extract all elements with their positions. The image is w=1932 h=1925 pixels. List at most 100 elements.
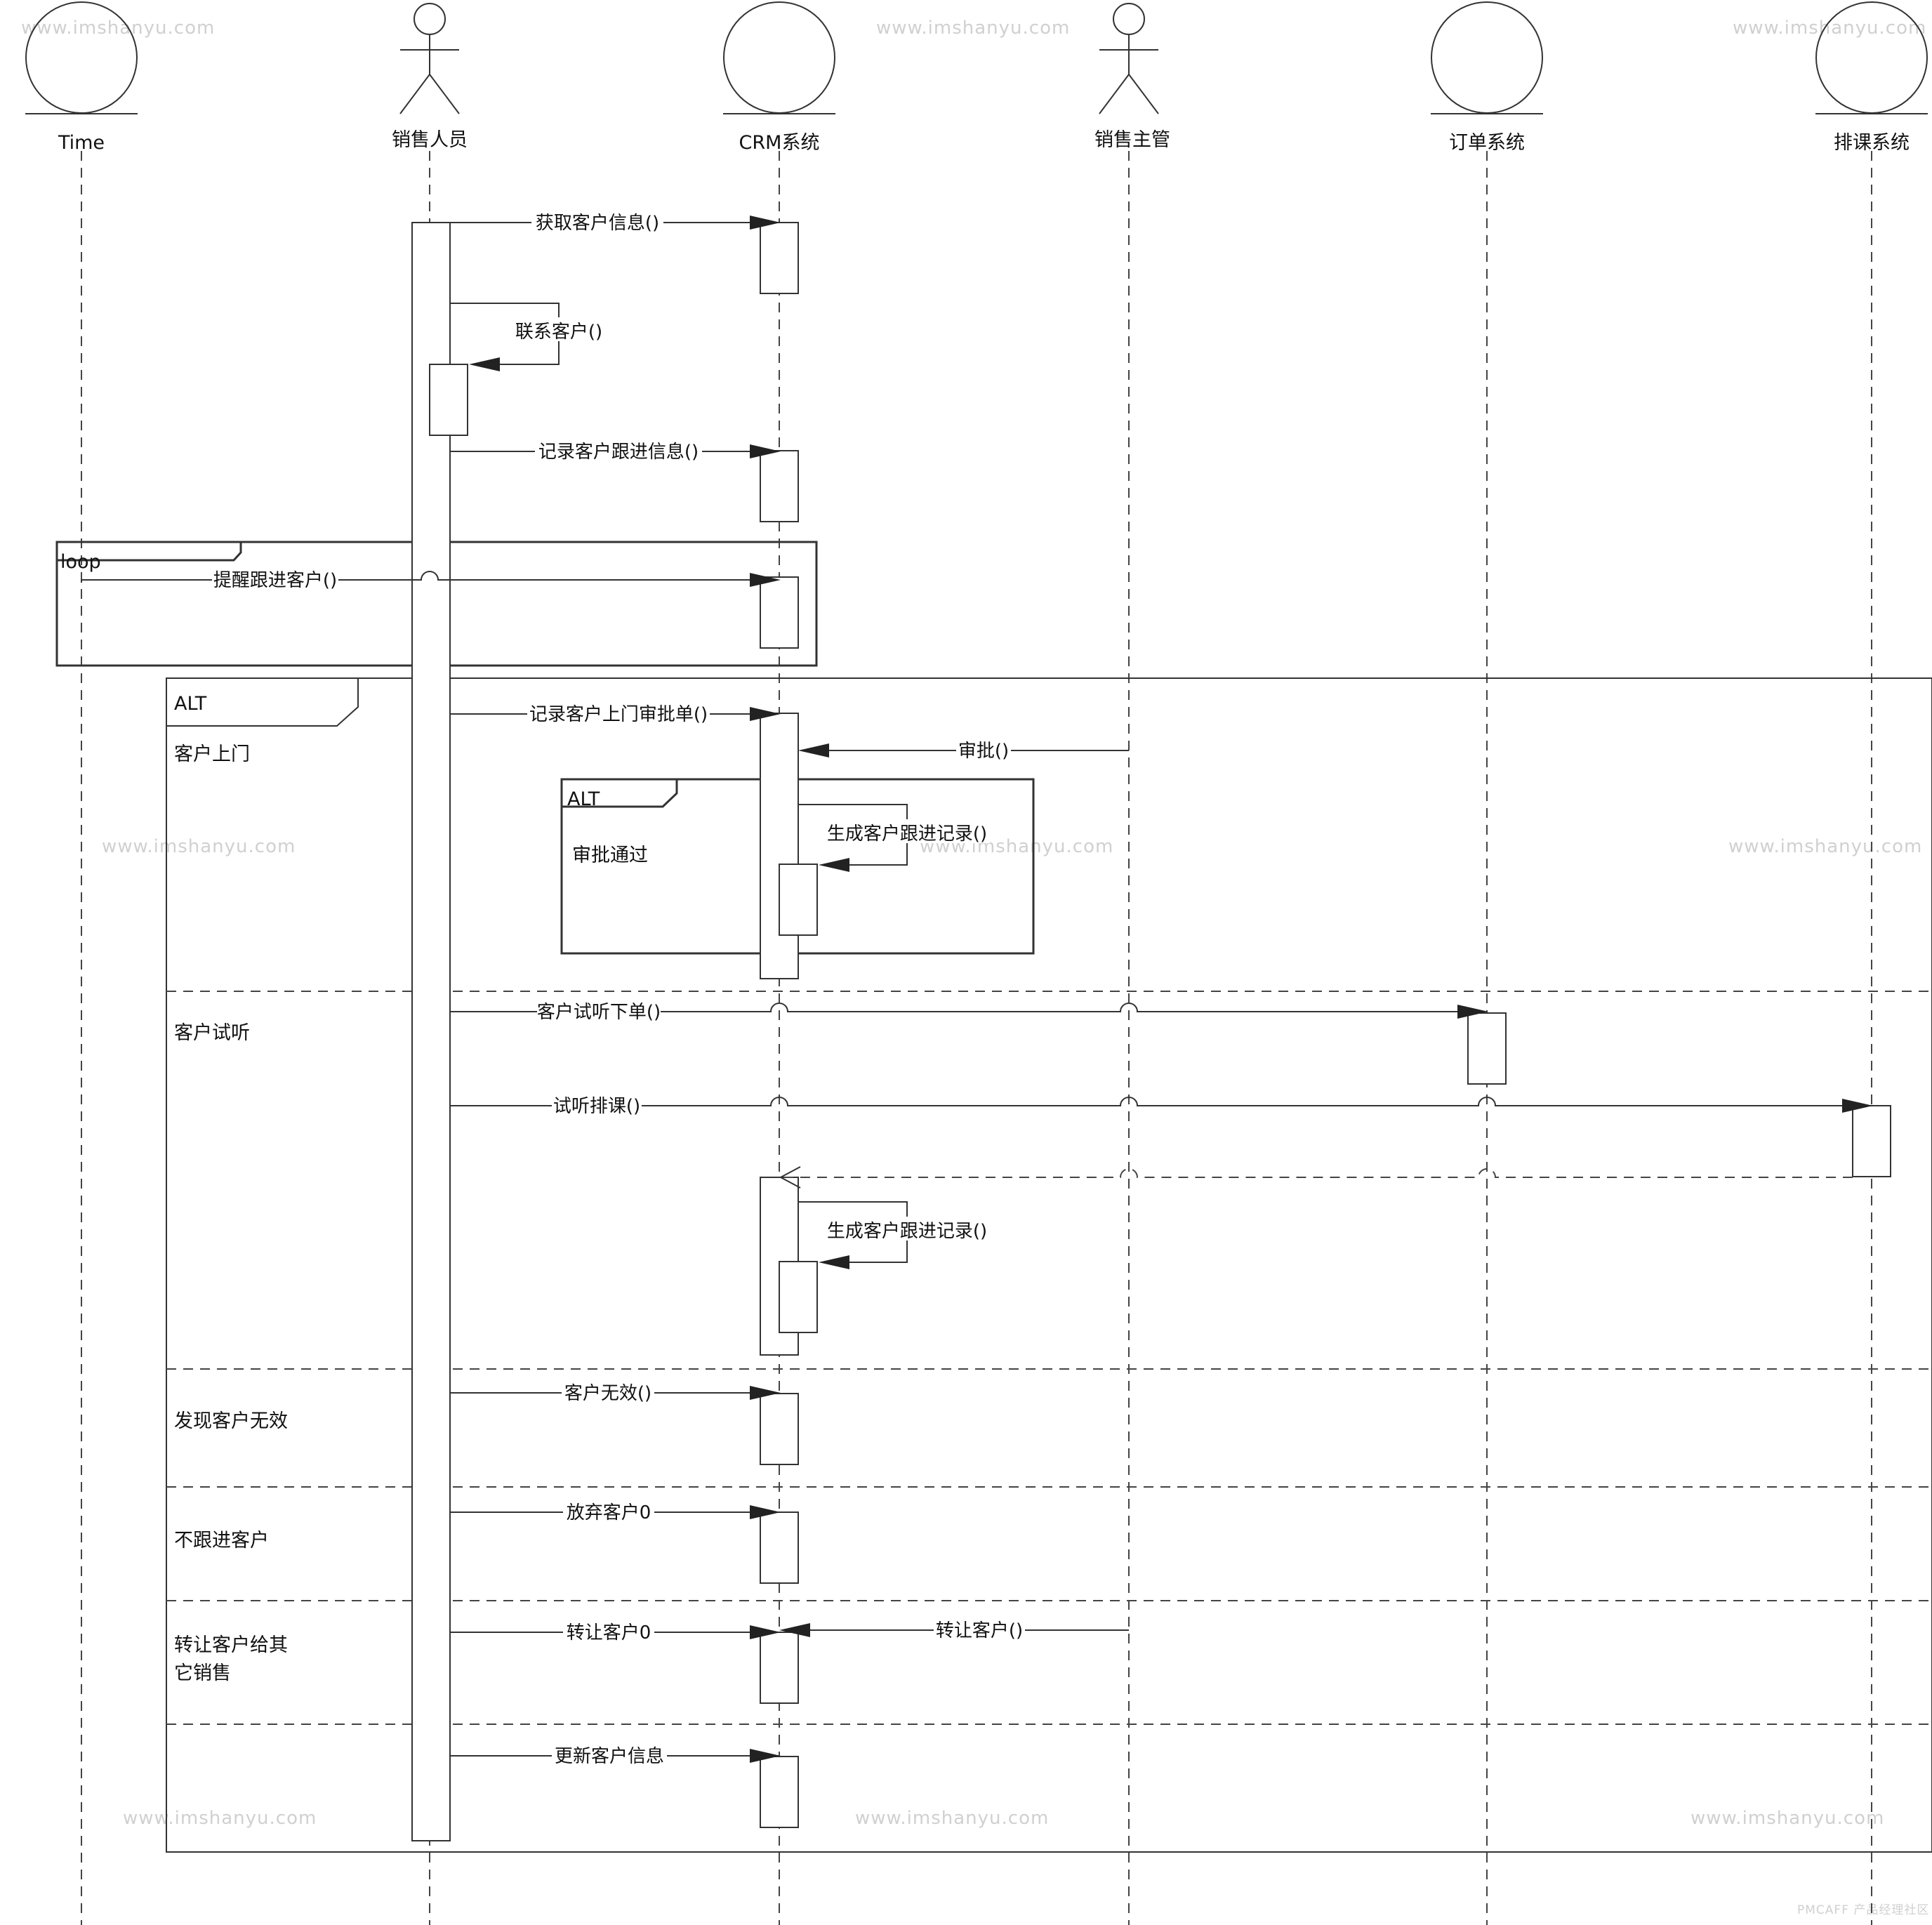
arrow-head-icon <box>750 1386 781 1400</box>
activation-crm <box>760 1632 799 1704</box>
alt-guard: 客户试听 <box>174 1022 250 1044</box>
activation-crm-self <box>779 1261 818 1333</box>
message-label: 生成客户跟进记录() <box>827 823 987 845</box>
message-generate-record: 生成客户跟进记录() <box>798 804 990 872</box>
message-get-customer-info: 获取客户信息() <box>450 208 781 234</box>
arrow-head-icon <box>798 743 829 758</box>
message-label: 更新客户信息 <box>555 1746 664 1767</box>
arrow-head-icon <box>750 1625 781 1639</box>
entity-icon <box>1431 1 1543 114</box>
alt-guard: 不跟进客户 <box>174 1530 269 1552</box>
message-abandon-customer: 放弃客户0 <box>450 1497 781 1523</box>
activation-crm <box>760 576 799 649</box>
message-label: 客户试听下单() <box>537 1002 661 1023</box>
message-trial-order: 客户试听下单() <box>450 997 1488 1023</box>
entity-icon <box>723 1 835 114</box>
participant-label: 订单系统 <box>1449 132 1525 154</box>
alt-frame-tab <box>166 678 359 727</box>
arrow-head-icon <box>750 216 781 230</box>
activation-crm <box>760 1511 799 1584</box>
message-label: 提醒跟进客户() <box>213 570 337 591</box>
arrow-head-icon <box>819 858 849 872</box>
participant-label: Time <box>58 132 105 154</box>
watermark: www.imshanyu.com <box>855 1808 1049 1829</box>
watermark: www.imshanyu.com <box>123 1808 317 1829</box>
watermark: www.imshanyu.com <box>21 18 215 39</box>
message-label: 转让客户() <box>936 1620 1023 1641</box>
activation-crm <box>760 713 799 979</box>
watermark: www.imshanyu.com <box>102 836 296 857</box>
alt-inner-guard: 审批通过 <box>572 845 648 866</box>
message-label: 记录客户上门审批单() <box>529 704 708 725</box>
message-label: 放弃客户0 <box>567 1502 651 1523</box>
activation-crm-self <box>779 864 818 936</box>
message-label: 试听排课() <box>553 1096 640 1117</box>
activation-order <box>1467 1012 1507 1085</box>
activation-schedule <box>1852 1105 1891 1177</box>
activation-sales <box>411 222 451 1841</box>
alt-inner-frame-tab <box>562 779 678 808</box>
alt-frame-border <box>166 677 1932 1853</box>
arrow-head-icon <box>469 357 500 371</box>
loop-label: loop <box>60 551 101 573</box>
message-label: 转让客户0 <box>567 1622 651 1643</box>
activation-crm <box>760 1393 799 1465</box>
arrow-head-icon <box>779 1623 810 1637</box>
message-record-followup: 记录客户跟进信息() <box>450 437 781 463</box>
message-label: 记录客户跟进信息() <box>538 442 699 463</box>
arrow-head-icon <box>750 573 781 587</box>
alt-guard: 它销售 <box>174 1662 231 1684</box>
alt-inner-label: ALT <box>567 788 600 810</box>
arrow-head-icon <box>750 444 781 458</box>
activation-crm <box>760 222 799 294</box>
participant-crm: CRM系统 <box>723 1 835 154</box>
alt-guard: 客户上门 <box>174 743 250 765</box>
arrow-open-icon <box>779 1166 801 1189</box>
participant-label: CRM系统 <box>739 132 820 154</box>
loop-frame-tab <box>57 542 242 562</box>
alt-guard: 转让客户给其 <box>174 1634 288 1656</box>
message-record-visit-approval: 记录客户上门审批单() <box>450 699 781 725</box>
arrow-head-icon <box>1457 1005 1488 1019</box>
message-customer-invalid: 客户无效() <box>450 1378 781 1404</box>
activations <box>411 222 1891 1841</box>
participant-time: Time <box>25 1 138 154</box>
arrow-head-icon <box>750 1505 781 1519</box>
actor-icon <box>1099 3 1159 114</box>
message-label: 生成客户跟进记录() <box>827 1221 987 1242</box>
participant-sales: 销售人员 <box>392 3 468 151</box>
activation-sales-self <box>429 364 468 436</box>
message-trial-schedule: 试听排课() <box>450 1091 1873 1117</box>
message-update-customer-info: 更新客户信息 <box>450 1741 781 1767</box>
message-label: 客户无效() <box>564 1383 651 1404</box>
messages: 获取客户信息() 联系客户() 记录客户跟进信息() 提醒跟进客户() 记录客户… <box>81 208 1873 1767</box>
message-label: 审批() <box>958 741 1009 762</box>
message-remind-followup: 提醒跟进客户() <box>81 566 781 591</box>
message-schedule-return <box>779 1166 1853 1189</box>
alt-guard: 发现客户无效 <box>174 1410 288 1432</box>
watermarks: www.imshanyu.com www.imshanyu.com www.im… <box>21 18 1929 1917</box>
activation-crm <box>760 1756 799 1828</box>
message-label: 获取客户信息() <box>536 213 659 234</box>
message-transfer-customer-manager: 转让客户() <box>779 1616 1129 1641</box>
watermark: www.imshanyu.com <box>876 18 1070 39</box>
message-generate-record-2: 生成客户跟进记录() <box>798 1201 990 1269</box>
watermark: www.imshanyu.com <box>1690 1808 1884 1829</box>
frame-alt-outer: ALT 客户上门 客户试听 发现客户无效 不跟进客户 转让客户给其 它销售 <box>166 677 1932 1853</box>
message-contact-customer: 联系客户() <box>450 303 609 371</box>
lifelines <box>81 151 1872 1925</box>
participant-label: 销售人员 <box>392 129 468 151</box>
activation-crm <box>760 450 799 522</box>
participant-label: 排课系统 <box>1834 132 1910 154</box>
watermark-pmcaff: PMCAFF 产品经理社区 <box>1797 1903 1929 1917</box>
arrow-head-icon <box>819 1255 849 1269</box>
arrow-head-icon <box>1842 1099 1873 1113</box>
arrow-head-icon <box>750 707 781 721</box>
watermark: www.imshanyu.com <box>1728 836 1922 857</box>
message-approve: 审批() <box>798 736 1129 762</box>
participant-order: 订单系统 <box>1431 1 1543 154</box>
participant-manager: 销售主管 <box>1094 3 1170 151</box>
participant-label: 销售主管 <box>1094 129 1170 151</box>
message-transfer-customer-sales: 转让客户0 <box>450 1618 781 1643</box>
